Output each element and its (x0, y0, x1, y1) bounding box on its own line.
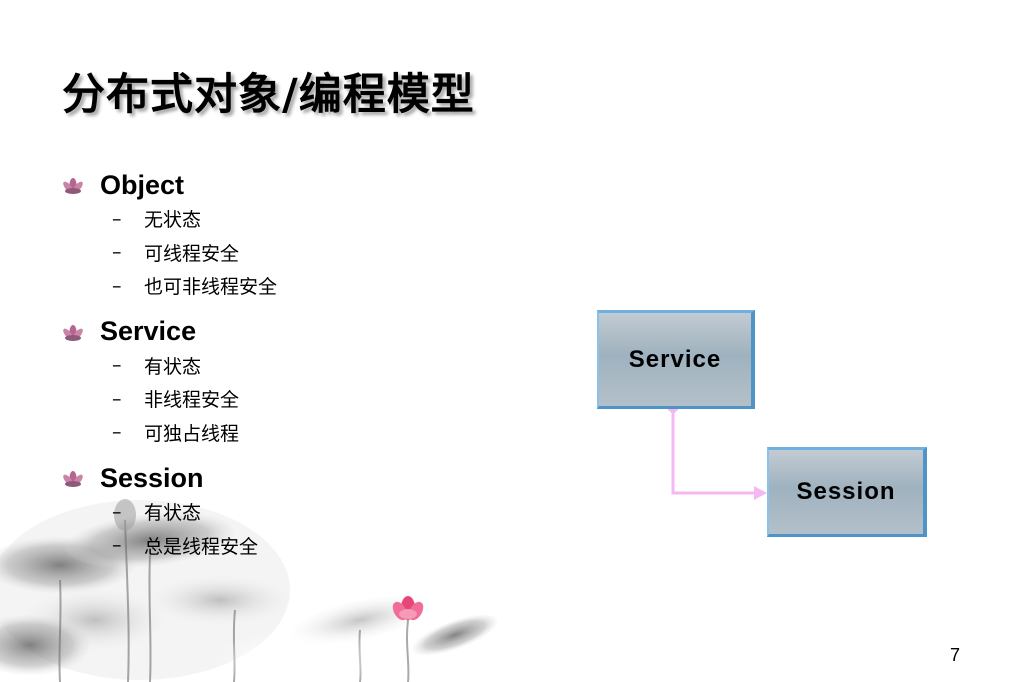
section-label-session: Session (100, 462, 204, 493)
list-item: –也可非线程安全 (62, 269, 482, 303)
section-label-service: Service (100, 316, 197, 346)
dash-marker: – (112, 421, 122, 444)
lotus-flower-icon (63, 324, 83, 341)
service-box: Service (597, 310, 755, 409)
list-item: –可独占线程 (62, 416, 482, 450)
sub-list: –有状态 –总是线程安全 (62, 495, 482, 562)
dash-marker: – (112, 274, 122, 297)
list-item: –可线程安全 (62, 236, 482, 270)
dash-marker: – (112, 241, 122, 264)
list-item: –无状态 (62, 202, 482, 236)
connector-line (671, 409, 756, 495)
section-heading: Service (62, 315, 482, 349)
dash-marker: – (112, 387, 122, 410)
list-item: –有状态 (62, 495, 482, 529)
dash-marker: – (112, 534, 122, 557)
list-item-text: 总是线程安全 (144, 535, 259, 558)
list-item: –总是线程安全 (62, 529, 482, 563)
lotus-flower-icon (63, 178, 83, 194)
list-item-text: 无状态 (144, 209, 202, 232)
sub-list: –有状态 –非线程安全 –可独占线程 (62, 349, 482, 450)
session-box: Session (767, 447, 927, 537)
section-session: Session –有状态 –总是线程安全 (62, 461, 482, 562)
dash-marker: – (112, 207, 122, 230)
connector-arrowhead (754, 486, 767, 500)
list-item-text: 有状态 (144, 502, 202, 525)
lotus-flower-icon (63, 471, 83, 487)
list-item-text: 也可非线程安全 (144, 276, 278, 299)
list-item: –有状态 (62, 349, 482, 383)
section-service: Service –有状态 –非线程安全 –可独占线程 (62, 315, 482, 450)
section-label-object: Object (100, 169, 185, 200)
list-item-text: 可独占线程 (144, 422, 240, 445)
lotus-painting-decoration (0, 499, 498, 682)
list-item: –非线程安全 (62, 382, 482, 416)
section-object: Object –无状态 –可线程安全 –也可非线程安全 (62, 168, 482, 303)
page-number: 7 (950, 645, 961, 665)
dash-marker: – (112, 500, 122, 523)
sub-list: –无状态 –可线程安全 –也可非线程安全 (62, 202, 482, 303)
list-item-text: 非线程安全 (144, 389, 240, 412)
list-item-text: 可线程安全 (144, 242, 240, 265)
list-item-text: 有状态 (144, 355, 202, 378)
section-heading: Session (62, 461, 482, 495)
dash-marker: – (112, 354, 122, 377)
section-heading: Object (62, 168, 482, 202)
bullet-list: Object –无状态 –可线程安全 –也可非线程安全 Service –有状态 (62, 168, 482, 574)
slide-title: 分布式对象/编程模型 (62, 70, 475, 120)
